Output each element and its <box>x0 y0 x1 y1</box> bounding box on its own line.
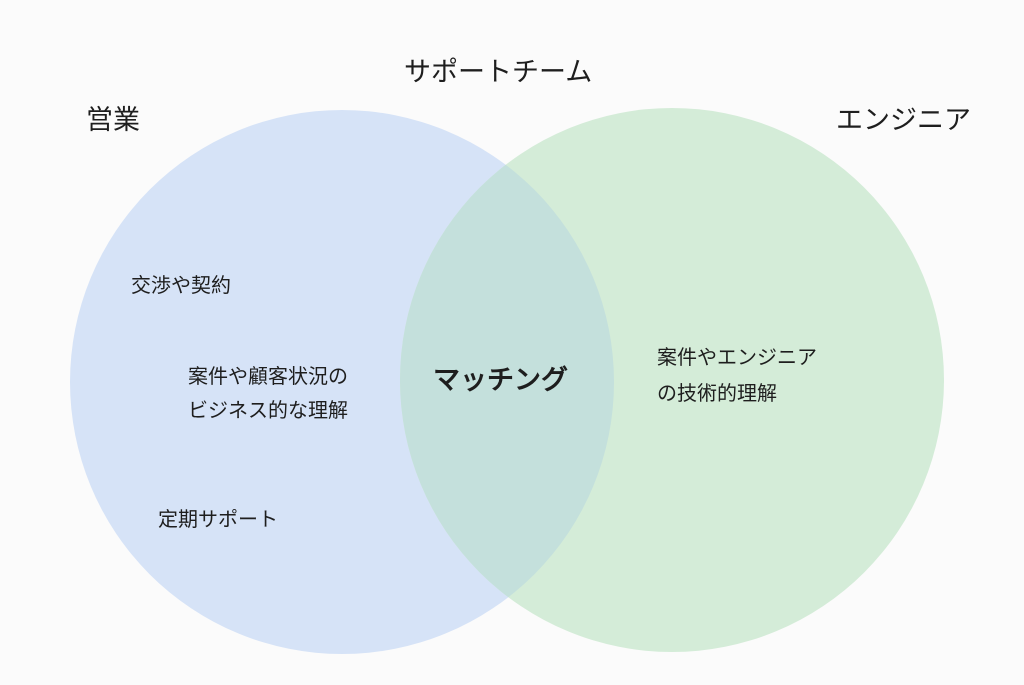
sales-label: 営業 <box>86 105 140 136</box>
intersection-label: マッチング <box>433 365 568 396</box>
support-team-label: サポートチーム <box>404 57 593 88</box>
left-item-regular-support: 定期サポート <box>158 507 278 531</box>
left-item-business-understanding-2: ビジネス的な理解 <box>188 398 348 422</box>
right-item-tech-2: の技術的理解 <box>657 381 777 405</box>
left-item-negotiation: 交渉や契約 <box>131 273 231 297</box>
engineer-label: エンジニア <box>836 105 971 136</box>
right-item-tech-1: 案件やエンジニア <box>657 345 817 369</box>
left-item-business-understanding-1: 案件や顧客状況の <box>188 364 348 388</box>
overlap-region <box>400 110 614 652</box>
